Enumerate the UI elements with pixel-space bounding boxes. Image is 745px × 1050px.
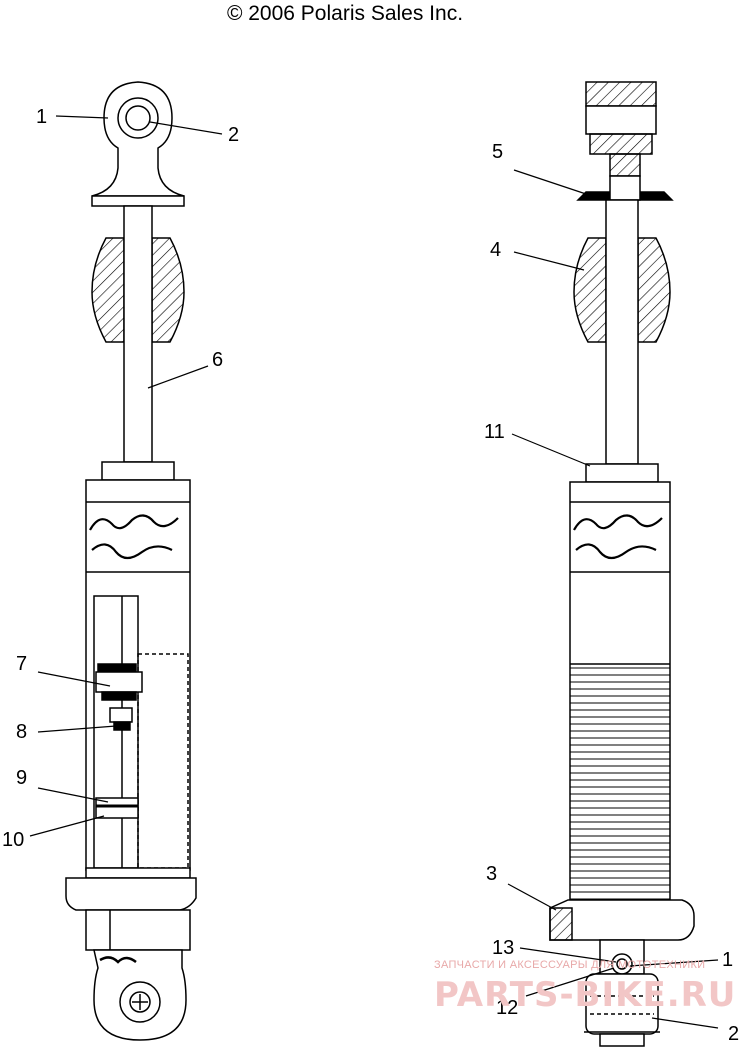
left-shock-assembly: [65, 81, 197, 1041]
callout-7: 7: [16, 653, 27, 675]
left-shaft: [123, 205, 153, 463]
callout-4: 4: [490, 239, 501, 261]
callout-1-left: 1: [36, 106, 47, 128]
right-spring-seat: [549, 899, 695, 941]
callout-3: 3: [486, 863, 497, 885]
right-lower-clevis: [584, 939, 660, 1047]
left-lower-cap: [65, 867, 197, 951]
left-bottom-eye: [93, 949, 187, 1041]
callout-12: 12: [496, 997, 518, 1019]
callout-13: 13: [492, 937, 514, 959]
callout-11: 11: [484, 421, 505, 443]
left-bump-stop: [91, 237, 185, 343]
leader-lines: [29, 115, 719, 1029]
right-shaft-nut: [585, 463, 659, 483]
right-retainer-plate: [576, 175, 674, 201]
right-shock-assembly: [549, 81, 695, 1047]
left-top-eye: [91, 81, 185, 207]
right-body: [569, 481, 671, 903]
watermark-logo: PARTS-BIKE.RU: [434, 975, 736, 1015]
right-top-bushing: [585, 81, 657, 177]
callout-2-left: 2: [228, 124, 239, 146]
callout-10: 10: [2, 829, 24, 851]
copyright-notice: © 2006 Polaris Sales Inc.: [226, 2, 464, 25]
callout-labels: 1 2 6 7 8 9 10 5 4 11 3 13 1 12 2: [2, 106, 739, 1045]
callout-5: 5: [492, 141, 503, 163]
callout-1-right: 1: [722, 949, 733, 971]
right-bump-stop: [573, 237, 671, 343]
callout-9: 9: [16, 767, 27, 789]
right-shaft: [605, 199, 639, 465]
watermark: ЗАПЧАСТИ И АКСЕССУАРЫ ДЛЯ МОТОТЕХНИКИ PA…: [434, 959, 736, 1015]
callout-6: 6: [212, 349, 223, 371]
callout-2-right: 2: [728, 1023, 739, 1045]
left-body: [85, 479, 191, 871]
callout-8: 8: [16, 721, 27, 743]
watermark-tagline: ЗАПЧАСТИ И АКСЕССУАРЫ ДЛЯ МОТОТЕХНИКИ: [434, 959, 705, 971]
left-shaft-nut: [101, 461, 175, 481]
